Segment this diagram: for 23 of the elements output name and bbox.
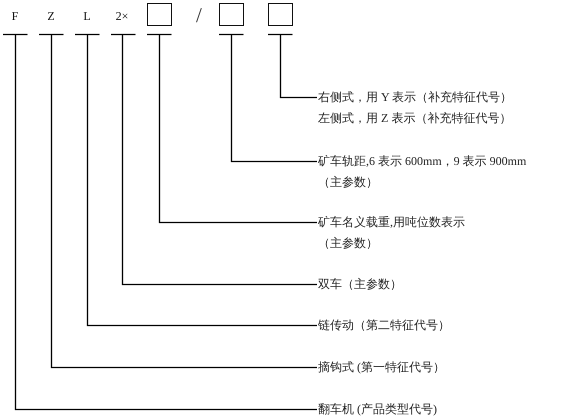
leader-line: [218, 34, 318, 162]
description-text: 双车（主参数）: [318, 274, 402, 294]
leader-line: [2, 34, 318, 410]
placeholder-square: [219, 3, 244, 26]
description-text: 翻车机 (产品类型代号): [318, 398, 437, 420]
code-character: L: [83, 9, 91, 23]
description-text: 右侧式，用 Y 表示（补充特征代号）: [318, 88, 512, 106]
leader-line: [74, 34, 318, 326]
leader-line: [110, 34, 318, 286]
placeholder-square: [147, 3, 172, 26]
description-text: 矿车轨距,6 表示 600mm，9 表示 900mm（主参数）: [318, 150, 534, 192]
description-text: 摘钩式 (第一特征代号）: [318, 356, 445, 378]
placeholder-square: [268, 3, 293, 26]
description-text: 矿车名义载重,用吨位数表示（主参数）: [318, 212, 468, 254]
leader-line: [146, 34, 318, 224]
code-character: F: [12, 9, 18, 23]
slash-separator: /: [196, 4, 202, 26]
description-text: 链传动（第二特征代号）: [318, 314, 450, 336]
code-character: Z: [47, 9, 55, 23]
leader-line: [267, 34, 318, 98]
leader-line: [38, 34, 318, 368]
code-character: 2×: [116, 9, 128, 23]
description-text: 左侧式，用 Z 表示（补充特征代号）: [318, 110, 512, 126]
